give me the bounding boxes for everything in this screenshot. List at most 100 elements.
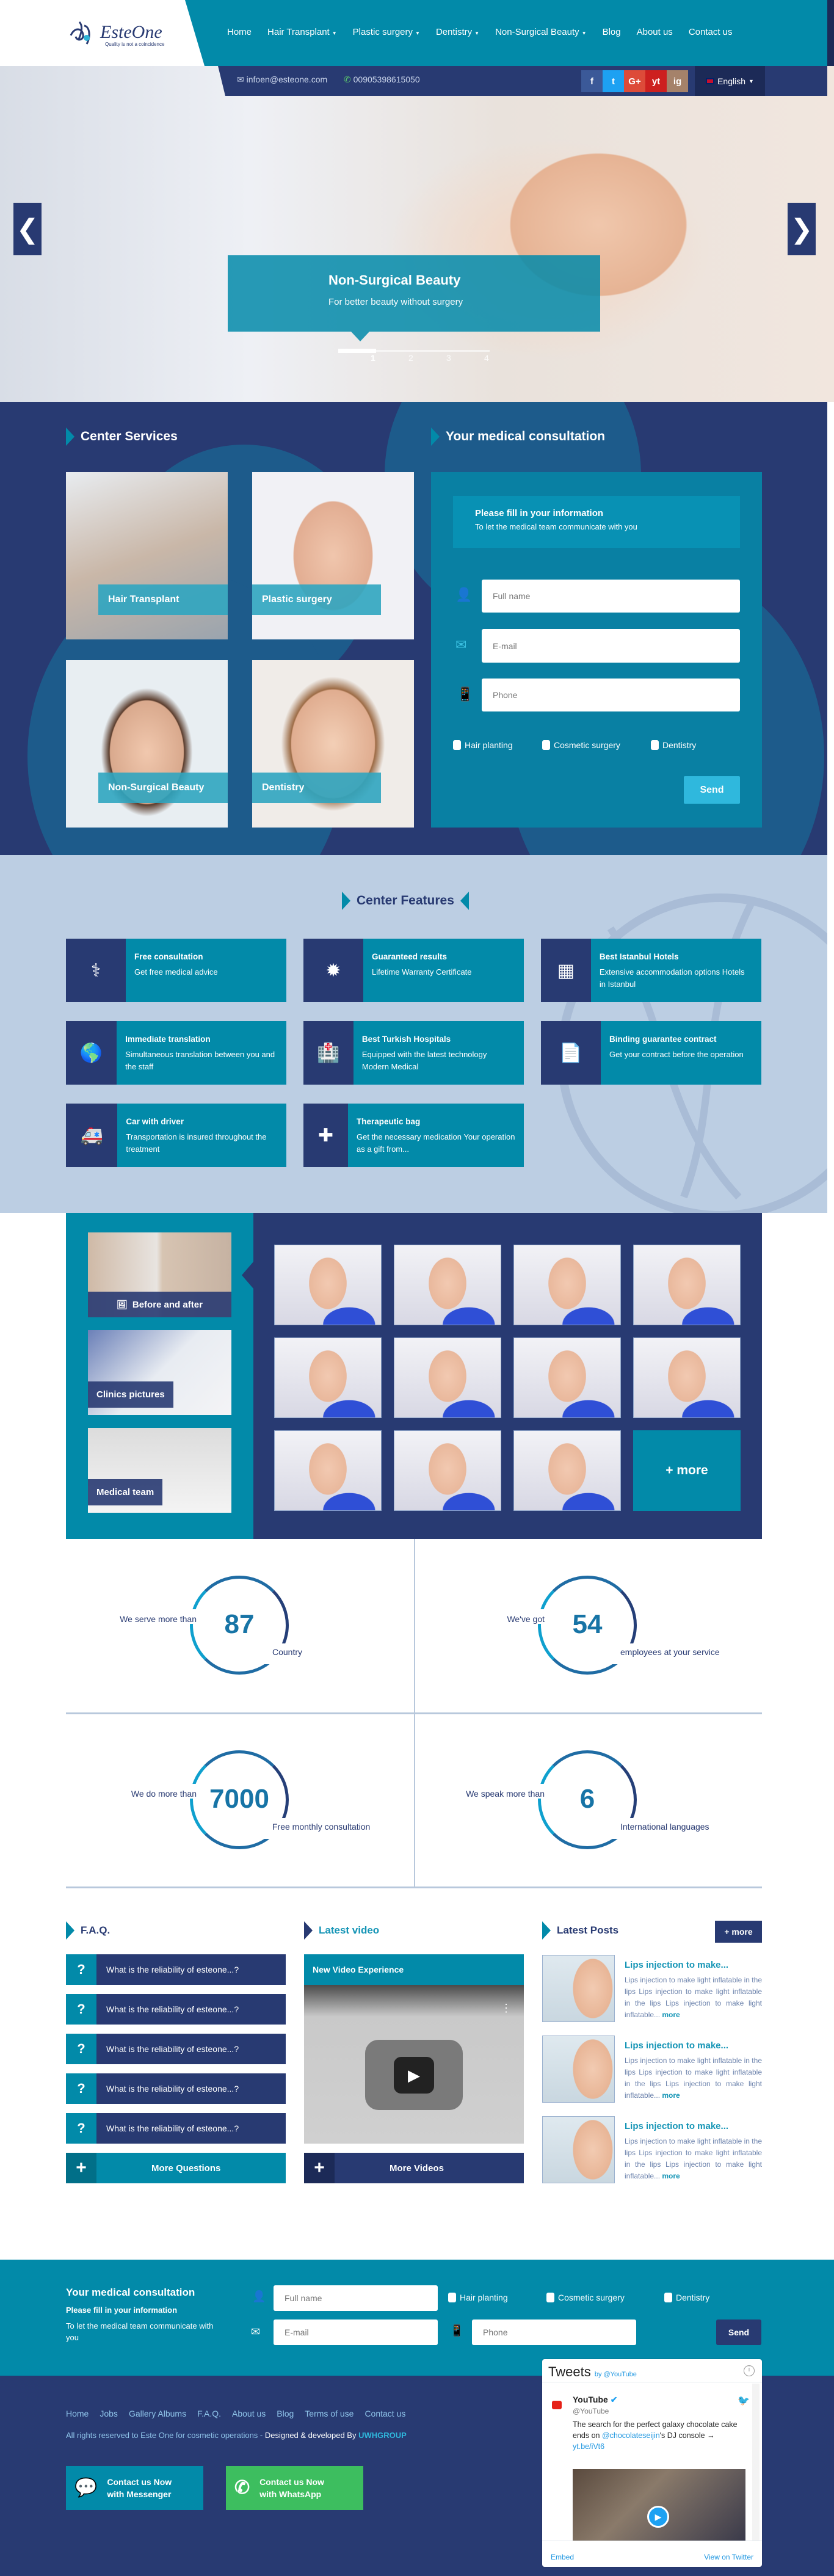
read-more-link[interactable]: more [662,2172,680,2180]
faq-item[interactable]: ?What is the reliability of esteone...? [66,1954,286,1985]
nav-item-non-surgical-beauty[interactable]: Non-Surgical Beauty▼ [495,27,587,37]
gallery-photo[interactable] [633,1337,741,1418]
youtube-icon[interactable]: yt [645,70,667,92]
footer-email-input[interactable] [274,2319,438,2345]
gallery-photo[interactable] [394,1245,501,1325]
google-plus-icon[interactable]: G+ [624,70,645,92]
service-card-plastic-surgery[interactable]: Plastic surgery [252,472,414,639]
slide-number[interactable]: 4 [484,353,489,363]
gallery-photo[interactable] [513,1430,621,1511]
info-icon[interactable]: i [744,2365,755,2376]
footer-link[interactable]: Home [66,2409,89,2418]
send-button[interactable]: Send [684,776,740,804]
nav-item-about-us[interactable]: About us [637,27,673,37]
read-more-link[interactable]: more [662,2010,680,2019]
faq-item[interactable]: ?What is the reliability of esteone...? [66,2113,286,2144]
next-slide-button[interactable]: ❯ [788,203,816,255]
gallery-photo[interactable] [633,1245,741,1325]
gallery-photo[interactable] [394,1337,501,1418]
tweet-account[interactable]: YouTube ✔ [573,2395,617,2405]
footer-option-hair-planting[interactable]: Hair planting [448,2293,508,2302]
post-thumbnail[interactable] [542,1955,615,2022]
slide-number[interactable]: 3 [446,353,451,363]
post-title[interactable]: Lips injection to make... [625,2040,729,2051]
option-hair-planting[interactable]: Hair planting [453,740,513,750]
option-dentistry[interactable]: Dentistry [651,740,696,750]
footer-link[interactable]: Gallery Albums [128,2409,187,2418]
album-before-and-after[interactable]: 🖼Before and after [88,1232,231,1317]
phone-info[interactable]: ✆ 00905398615050 [344,75,420,85]
faq-item[interactable]: ?What is the reliability of esteone...? [66,2034,286,2064]
more-videos-button[interactable]: +More Videos [304,2153,524,2183]
tweet-handle[interactable]: @YouTube [573,2407,609,2415]
footer-send-button[interactable]: Send [716,2319,761,2345]
slide-number[interactable]: 1 [371,353,375,363]
language-select[interactable]: English▼ [695,66,765,96]
checkbox[interactable] [664,2293,672,2302]
post-title[interactable]: Lips injection to make... [625,1960,729,1970]
play-icon[interactable]: ▶ [394,2057,434,2094]
service-card-non-surgical-beauty[interactable]: Non-Surgical Beauty [66,660,228,828]
more-posts-button[interactable]: + more [715,1921,762,1943]
gallery-photo[interactable] [274,1245,382,1325]
nav-item-contact-us[interactable]: Contact us [689,27,733,37]
phone-input[interactable] [482,679,740,711]
checkbox[interactable] [542,740,550,750]
slide-number[interactable]: 2 [408,353,413,363]
nav-item-blog[interactable]: Blog [603,27,621,37]
scrollbar[interactable] [752,2384,760,2541]
footer-link[interactable]: Jobs [100,2409,118,2418]
checkbox[interactable] [546,2293,554,2302]
album-medical-team[interactable]: Medical team [88,1428,231,1513]
read-more-link[interactable]: more [662,2091,680,2100]
instagram-icon[interactable]: ig [667,70,688,92]
view-on-twitter-link[interactable]: View on Twitter [704,2553,753,2561]
service-card-dentistry[interactable]: Dentistry [252,660,414,828]
facebook-icon[interactable]: f [581,70,603,92]
email-info[interactable]: ✉ infoen@esteone.com [237,75,327,85]
gallery-photo[interactable] [274,1337,382,1418]
service-card-hair-transplant[interactable]: Hair Transplant [66,472,228,639]
footer-link[interactable]: Contact us [364,2409,406,2418]
scrollbar[interactable] [827,0,834,66]
more-photos-button[interactable]: + more [633,1430,741,1511]
nav-item-home[interactable]: Home [227,27,252,37]
footer-link[interactable]: Blog [277,2409,294,2418]
tweets-by[interactable]: by @YouTube [594,2371,637,2378]
prev-slide-button[interactable]: ❮ [13,203,42,255]
footer-link[interactable]: F.A.Q. [197,2409,221,2418]
faq-item[interactable]: ?What is the reliability of esteone...? [66,2073,286,2104]
twitter-icon[interactable]: t [603,70,624,92]
footer-link[interactable]: Terms of use [305,2409,354,2418]
footer-option-dentistry[interactable]: Dentistry [664,2293,709,2302]
footer-link[interactable]: About us [232,2409,266,2418]
gallery-photo[interactable] [274,1430,382,1511]
embed-link[interactable]: Embed [551,2553,575,2561]
nav-item-plastic-surgery[interactable]: Plastic surgery▼ [353,27,420,37]
gallery-photo[interactable] [513,1337,621,1418]
nav-item-hair-transplant[interactable]: Hair Transplant▼ [267,27,337,37]
tweet-mention[interactable]: @chocolateseijin [601,2431,660,2440]
email-input[interactable] [482,629,740,663]
designer-link[interactable]: UWHGROUP [358,2431,407,2440]
footer-phone-input[interactable] [472,2319,636,2345]
full-name-input[interactable] [482,580,740,613]
play-icon[interactable]: ▶ [647,2506,669,2528]
faq-item[interactable]: ?What is the reliability of esteone...? [66,1994,286,2025]
video-player[interactable]: ⋮ ▶ [304,1985,524,2144]
footer-option-cosmetic-surgery[interactable]: Cosmetic surgery [546,2293,625,2302]
checkbox[interactable] [448,2293,456,2302]
footer-name-input[interactable] [274,2285,438,2311]
logo[interactable]: EsteOne Quality is not a coincidence [68,17,184,49]
more-vertical-icon[interactable]: ⋮ [501,2002,512,2014]
post-thumbnail[interactable] [542,2116,615,2183]
gallery-photo[interactable] [394,1430,501,1511]
post-item[interactable]: Lips injection to make...Lips injection … [542,1955,762,2022]
tweet-media[interactable]: ▶ [573,2469,745,2541]
post-item[interactable]: Lips injection to make...Lips injection … [542,2116,762,2183]
tweet-link[interactable]: yt.be/iVt6 [573,2442,605,2451]
album-clinics-pictures[interactable]: Clinics pictures [88,1330,231,1415]
more-questions-button[interactable]: +More Questions [66,2153,286,2183]
